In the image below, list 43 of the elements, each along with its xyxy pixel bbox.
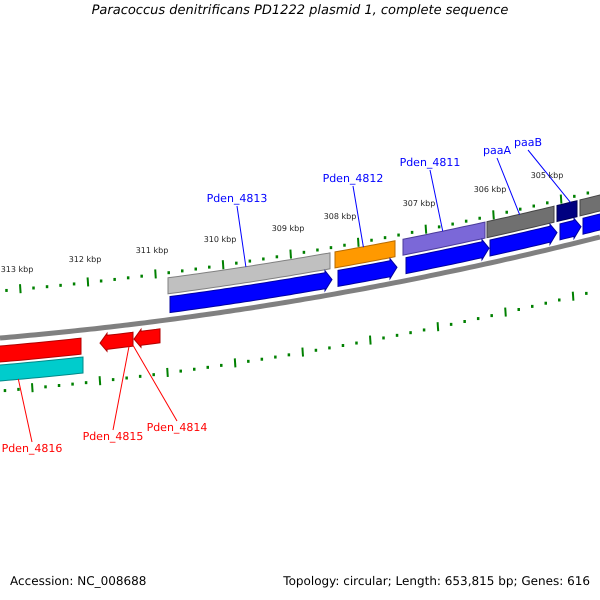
tick-label: 311 kbp — [136, 245, 168, 257]
gene-label: paaA — [483, 144, 511, 158]
tick-label: 305 kbp — [530, 170, 564, 182]
gene-bar — [402, 222, 486, 256]
leader-line — [352, 186, 364, 248]
tick-label: 313 kbp — [0, 264, 34, 276]
cds-feature — [170, 269, 333, 314]
gene-label: Pden_4816 — [2, 442, 62, 456]
gene-bar — [168, 252, 330, 294]
gene-label: paaB — [514, 136, 542, 150]
gene-label: Pden_4811 — [400, 156, 460, 170]
leader-line — [496, 158, 520, 216]
accession-text: Accession: NC_008688 — [10, 574, 146, 588]
gene-bar — [0, 338, 82, 363]
gene-bar — [582, 210, 600, 235]
cds-feature — [406, 238, 490, 274]
gene-label: Pden_4815 — [82, 430, 144, 444]
cds-feature — [490, 222, 558, 257]
tick-label: 307 kbp — [402, 198, 436, 210]
tick-label: 312 kbp — [68, 254, 102, 266]
summary-text: Topology: circular; Length: 653,815 bp; Genes: 616 — [283, 574, 590, 588]
gene-label: Pden_4814 — [146, 421, 208, 435]
gene-label: Pden_4812 — [322, 172, 384, 186]
tick-label: 308 kbp — [324, 211, 356, 223]
leader-line — [112, 346, 130, 430]
leader-line — [528, 150, 571, 203]
tick-label: 309 kbp — [272, 223, 304, 235]
title: Paracoccus denitrificans PD1222 plasmid 1, complete sequence — [92, 4, 508, 18]
tick-label: 306 kbp — [474, 184, 506, 196]
cds-feature — [338, 257, 398, 287]
cds-feature — [560, 217, 582, 240]
gene-bar — [556, 200, 578, 222]
gene-bar — [0, 356, 84, 382]
gene-bar — [580, 192, 600, 217]
leader-line — [132, 345, 178, 422]
tick-label: 310 kbp — [204, 234, 236, 246]
gene-bar — [486, 206, 554, 238]
leader-line — [430, 170, 444, 232]
gene-bar — [334, 240, 396, 268]
cds-feature — [99, 332, 134, 353]
cds-feature — [133, 328, 160, 349]
leader-line — [18, 378, 32, 442]
gene-label: Pden_4813 — [206, 192, 268, 206]
